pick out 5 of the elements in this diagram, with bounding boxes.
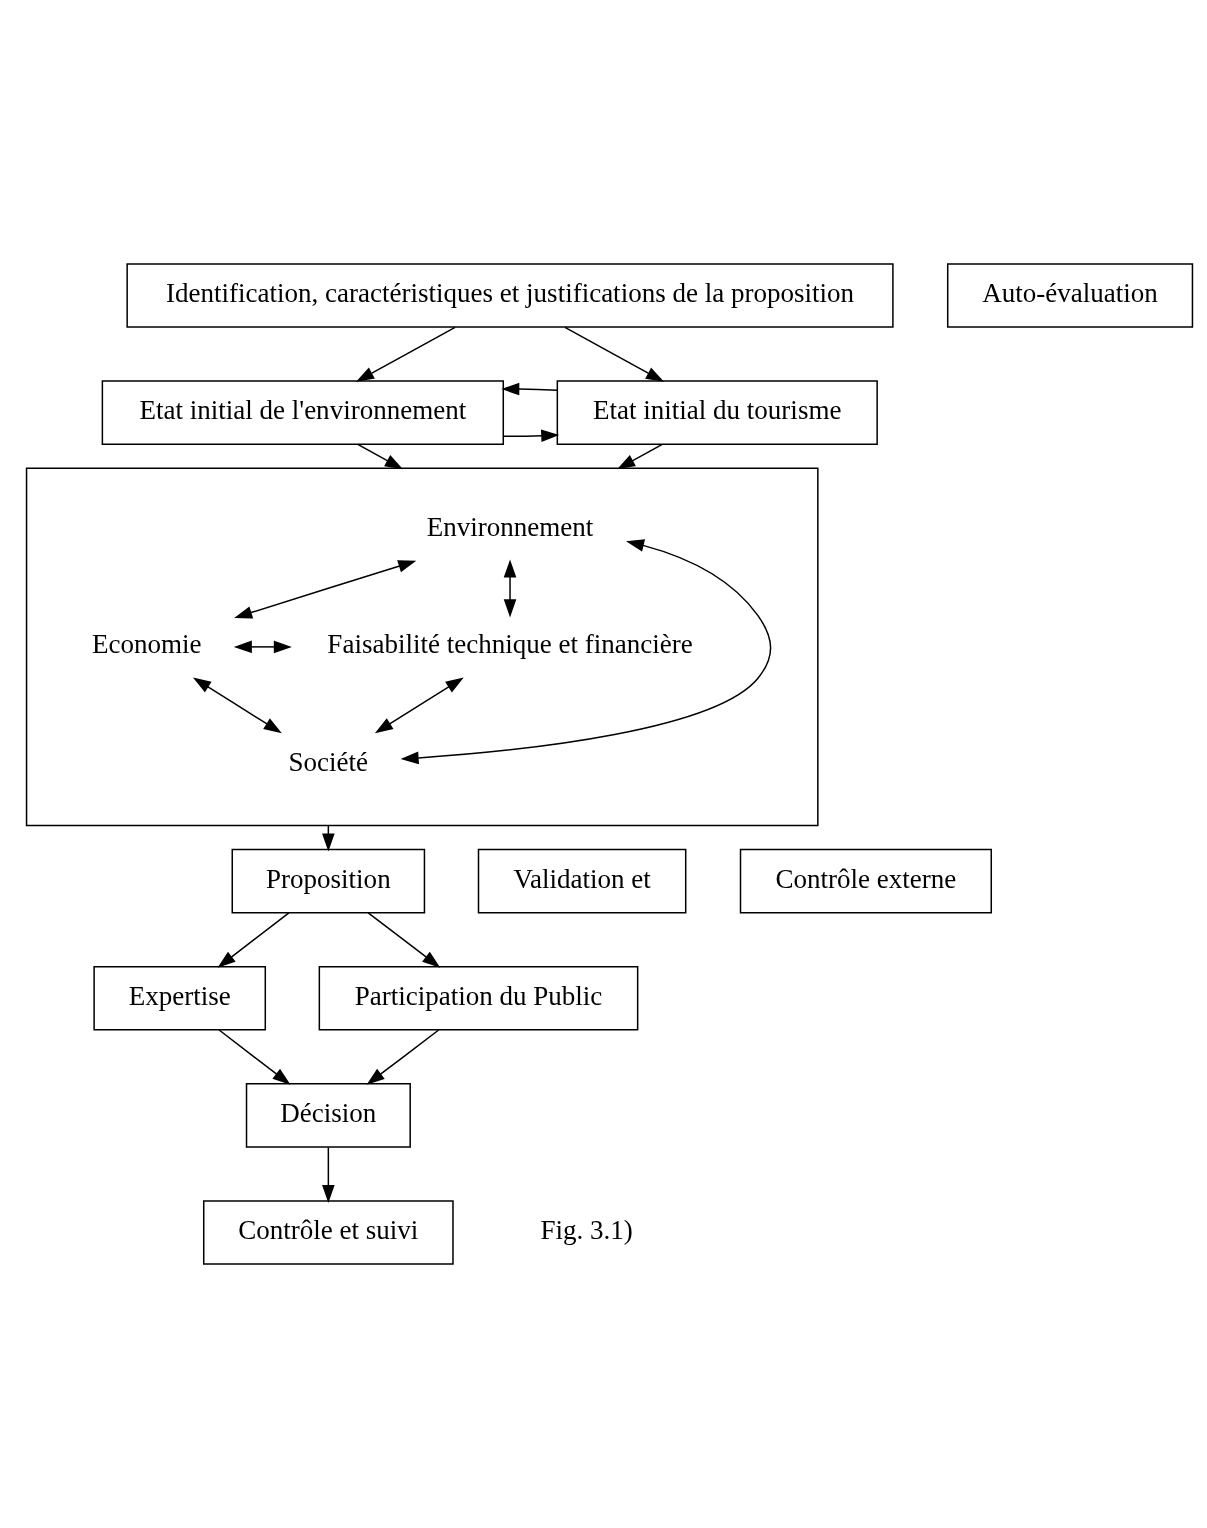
node-text: Société [288,746,369,777]
label: Fig. 3.1) [540,1215,633,1246]
node-text: Environnement [426,512,594,543]
node-text: Economie [91,629,202,660]
node-text: Faisabilité technique et financière [327,629,693,660]
